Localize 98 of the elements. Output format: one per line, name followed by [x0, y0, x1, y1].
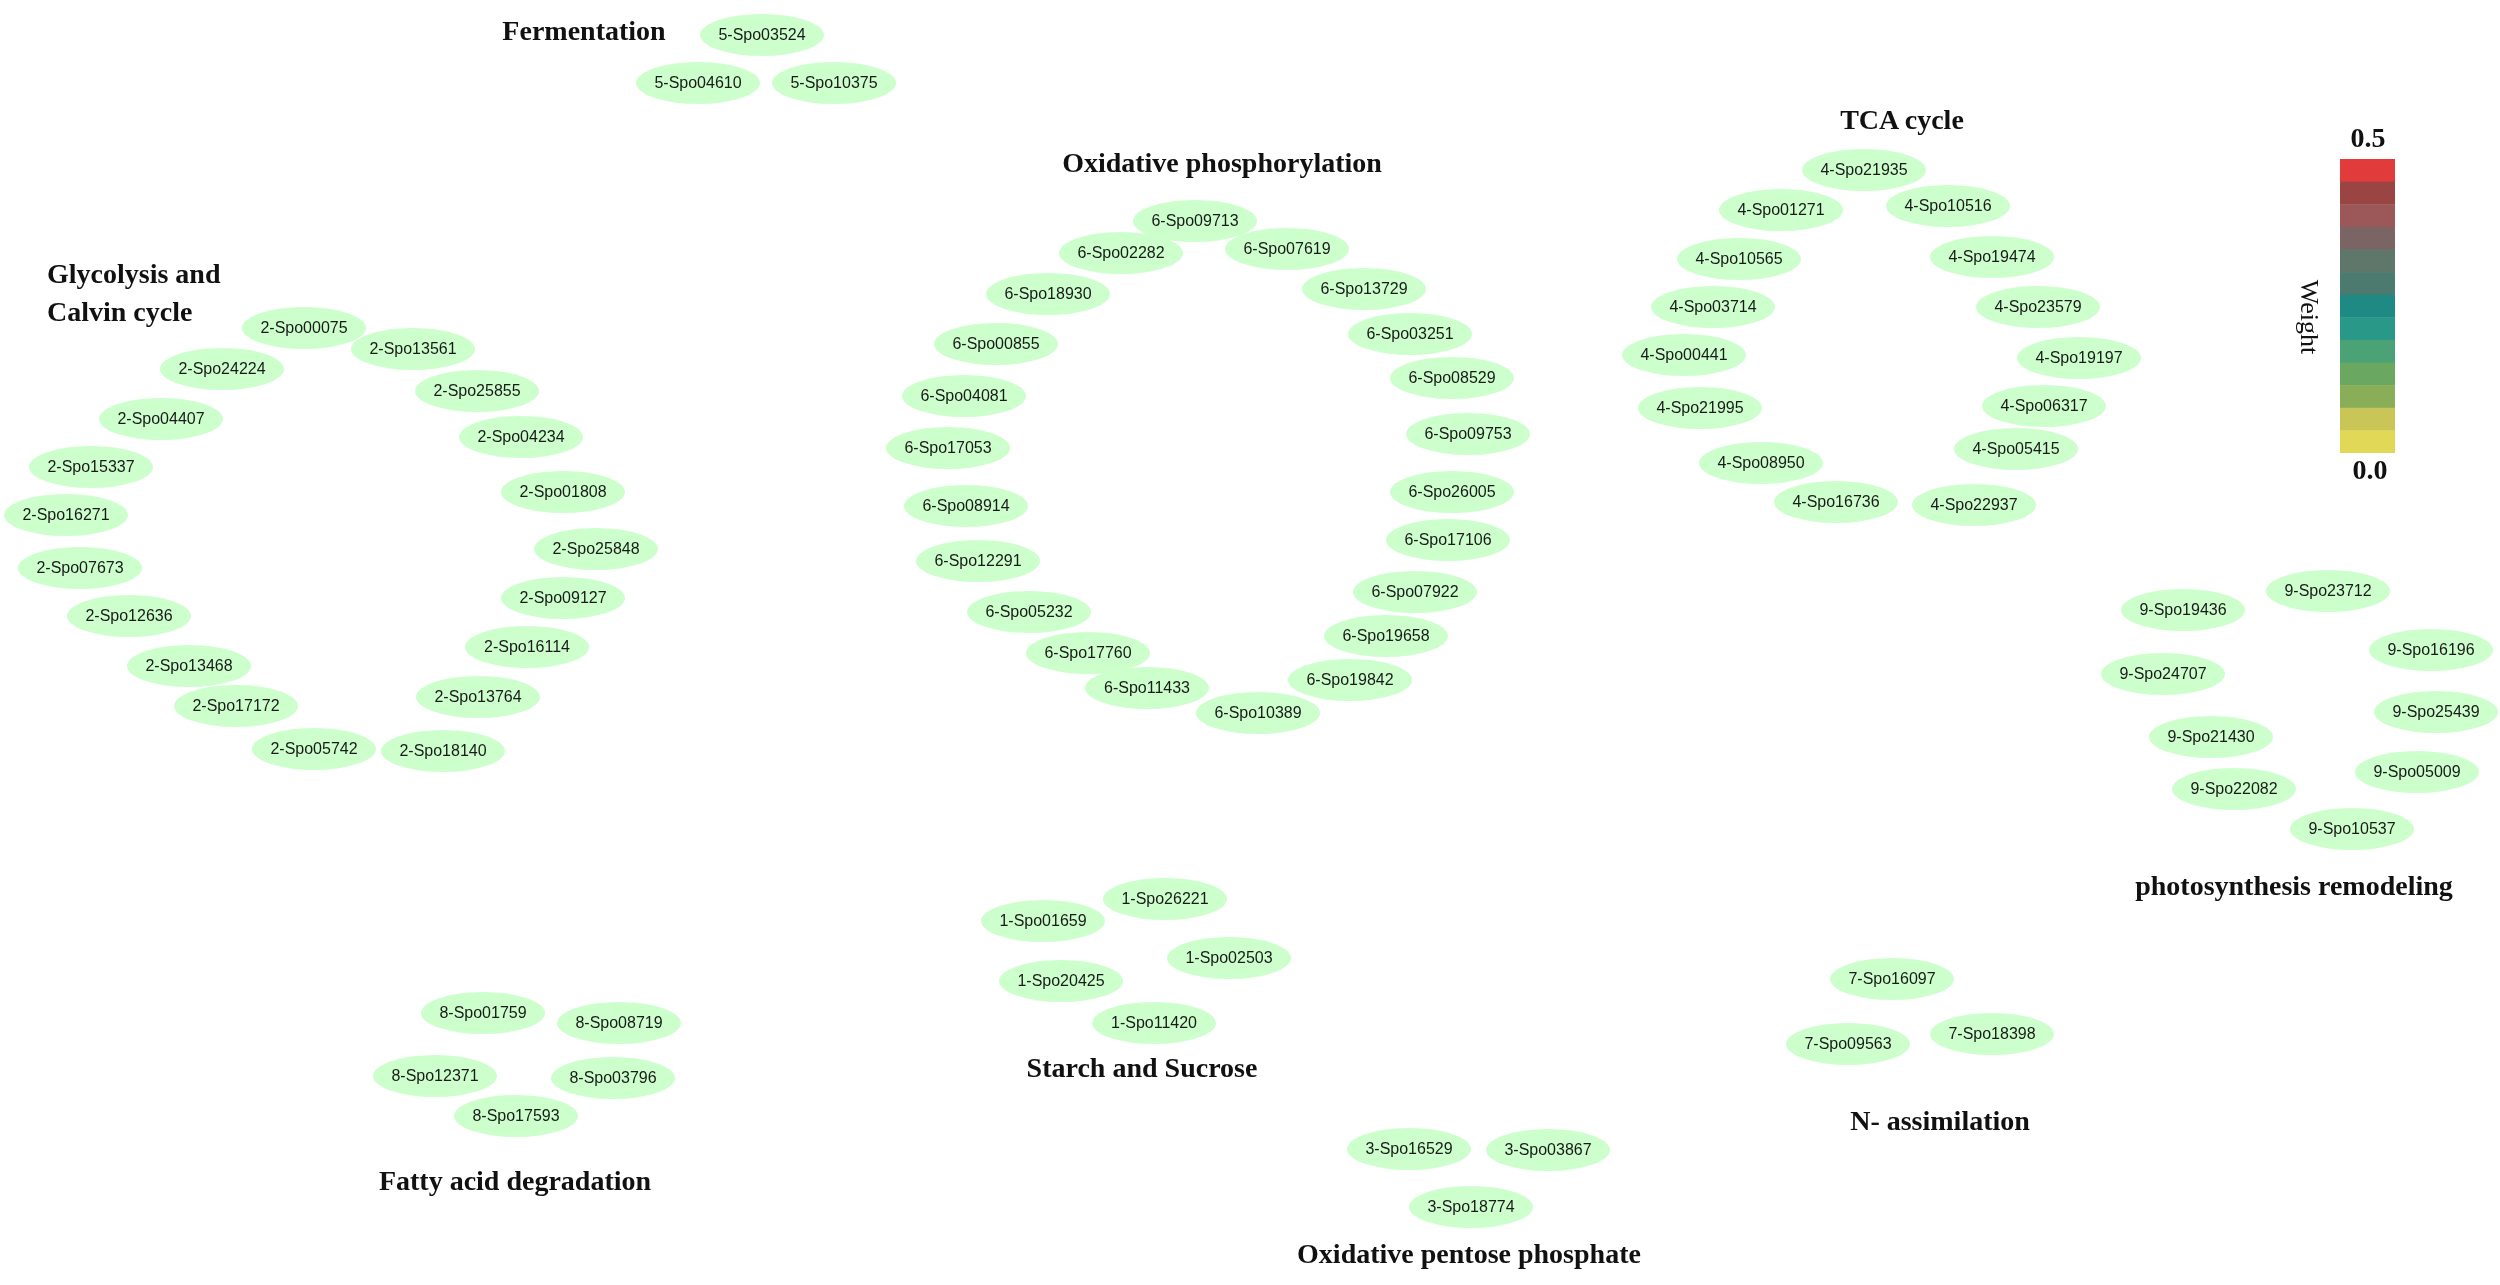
node-label: 4-Spo03714: [1669, 299, 1757, 315]
node-label: 2-Spo13561: [369, 341, 457, 357]
node-label: 2-Spo13764: [434, 689, 522, 705]
node-label: 1-Spo11420: [1111, 1015, 1197, 1031]
node-label: 9-Spo05009: [2373, 764, 2461, 780]
node-label: 2-Spo04234: [477, 429, 565, 445]
node-label: 4-Spo21995: [1656, 400, 1744, 416]
node-label: 9-Spo25439: [2392, 704, 2480, 720]
node-label: 4-Spo16736: [1792, 494, 1880, 510]
node-label: 6-Spo13729: [1320, 281, 1408, 297]
pathway-heading: photosynthesis remodeling: [2135, 872, 2453, 900]
node-label: 6-Spo08529: [1408, 370, 1496, 386]
node-label: 4-Spo10516: [1904, 198, 1992, 214]
node-label: 4-Spo19197: [2035, 350, 2123, 366]
node-label: 2-Spo01808: [519, 484, 607, 500]
node-label: 9-Spo10537: [2308, 821, 2396, 837]
node-label: 8-Spo01759: [439, 1005, 527, 1021]
pathway-heading: N- assimilation: [1850, 1107, 2030, 1135]
node-label: 2-Spo12636: [85, 608, 173, 624]
node-label: 6-Spo17760: [1044, 645, 1132, 661]
pathway-heading: Fatty acid degradation: [378, 1167, 652, 1195]
node-label: 1-Spo02503: [1185, 950, 1273, 966]
node-label: 6-Spo02282: [1077, 245, 1165, 261]
node-label: 9-Spo24707: [2119, 666, 2207, 682]
node-label: 9-Spo23712: [2284, 583, 2372, 599]
node-label: 4-Spo22937: [1930, 497, 2018, 513]
node-label: 9-Spo21430: [2167, 729, 2255, 745]
node-label: 9-Spo19436: [2139, 602, 2227, 618]
node-label: 4-Spo00441: [1640, 347, 1728, 363]
node-label: 6-Spo12291: [934, 553, 1022, 569]
node-label: 2-Spo25855: [433, 383, 521, 399]
node-label: 2-Spo15337: [47, 459, 135, 475]
node-label: 3-Spo03867: [1504, 1142, 1592, 1158]
node-label: 4-Spo19474: [1948, 249, 2036, 265]
node-label: 6-Spo04081: [920, 388, 1008, 404]
node-label: 1-Spo20425: [1017, 973, 1105, 989]
node-label: 2-Spo17172: [192, 698, 280, 714]
node-label: 8-Spo17593: [472, 1108, 560, 1124]
gene-node: [1103, 878, 1227, 920]
node-label: 6-Spo08914: [922, 498, 1010, 514]
node-label: 6-Spo26005: [1408, 484, 1496, 500]
node-label: 6-Spo07619: [1243, 241, 1331, 257]
node-label: 6-Spo09753: [1424, 426, 1512, 442]
node-label: 2-Spo09127: [519, 590, 607, 606]
node-label: 6-Spo19658: [1342, 628, 1430, 644]
pathway-heading: Fermentation: [502, 17, 666, 45]
node-label: 6-Spo10389: [1214, 705, 1302, 721]
node-label: 7-Spo18398: [1948, 1026, 2036, 1042]
node-label: 6-Spo19842: [1306, 672, 1394, 688]
node-label: 4-Spo23579: [1994, 299, 2082, 315]
node-label: 8-Spo03796: [569, 1070, 657, 1086]
node-label: 6-Spo03251: [1366, 326, 1454, 342]
node-label: 8-Spo12371: [391, 1068, 479, 1084]
scale-title: Weight: [2296, 279, 2322, 355]
pathway-heading: TCA cycle: [1840, 106, 1964, 134]
node-label: 4-Spo06317: [2000, 398, 2088, 414]
node-label: 5-Spo04610: [654, 75, 742, 91]
node-label: 4-Spo10565: [1695, 251, 1783, 267]
node-label: 5-Spo10375: [790, 75, 878, 91]
node-label: 8-Spo08719: [575, 1015, 663, 1031]
node-label: 6-Spo05232: [985, 604, 1073, 620]
node-label: 2-Spo13468: [145, 658, 233, 674]
node-label: 2-Spo24224: [178, 361, 266, 377]
node-label: 2-Spo25848: [552, 541, 640, 557]
node-label: 4-Spo05415: [1972, 441, 2060, 457]
pathway-heading: Oxidative pentose phosphate: [1297, 1240, 1641, 1268]
node-label: 6-Spo17106: [1404, 532, 1492, 548]
node-label: 6-Spo11433: [1104, 680, 1190, 696]
node-label: 3-Spo16529: [1365, 1141, 1453, 1157]
node-label: 7-Spo16097: [1848, 971, 1936, 987]
node-label: 1-Spo01659: [999, 913, 1087, 929]
node-label: 3-Spo18774: [1427, 1199, 1515, 1215]
gene-node: [981, 900, 1105, 942]
pathway-heading: Oxidative phosphorylation: [1062, 149, 1382, 177]
scale-value: 0.5: [2350, 124, 2386, 152]
node-label: 9-Spo16196: [2387, 642, 2475, 658]
pathway-heading: Starch and Sucrose: [1026, 1054, 1258, 1082]
node-label: 9-Spo22082: [2190, 781, 2278, 797]
node-label: 4-Spo01271: [1737, 202, 1825, 218]
node-label: 4-Spo08950: [1717, 455, 1805, 471]
node-label: 5-Spo03524: [718, 27, 806, 43]
node-label: 6-Spo17053: [904, 440, 992, 456]
node-label: 2-Spo07673: [36, 560, 124, 576]
node-label: 1-Spo26221: [1121, 891, 1209, 907]
node-label: 2-Spo18140: [399, 743, 487, 759]
node-label: 6-Spo18930: [1004, 286, 1092, 302]
node-label: 2-Spo05742: [270, 741, 358, 757]
node-label: 6-Spo07922: [1371, 584, 1459, 600]
node-label: 2-Spo16114: [484, 639, 570, 655]
node-label: 4-Spo21935: [1820, 162, 1908, 178]
node-label: 6-Spo09713: [1151, 213, 1239, 229]
node-label: 6-Spo00855: [952, 336, 1040, 352]
scale-value: 0.0: [2352, 456, 2388, 484]
node-label: 7-Spo09563: [1804, 1036, 1892, 1052]
node-label: 2-Spo04407: [117, 411, 205, 427]
node-label: 2-Spo16271: [22, 507, 110, 523]
node-label: 2-Spo00075: [260, 320, 348, 336]
pathway-heading: Glycolysis and Calvin cycle: [47, 257, 222, 329]
